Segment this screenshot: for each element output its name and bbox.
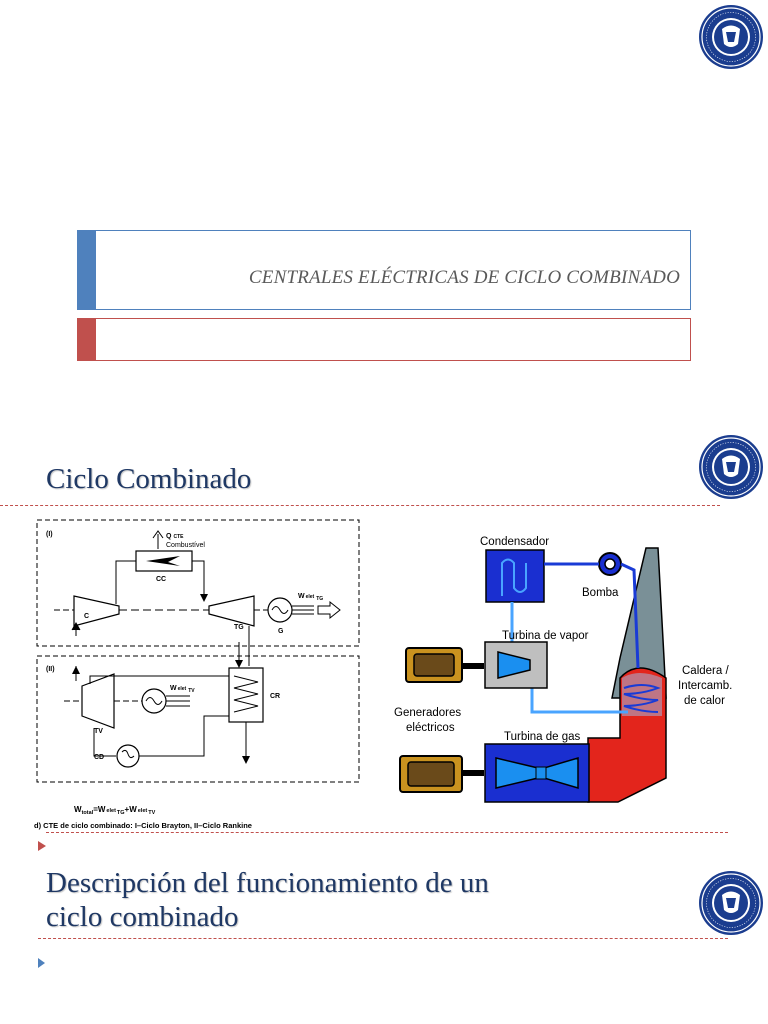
steam-turbine-schematic xyxy=(81,673,115,729)
cr-label: CR xyxy=(270,693,280,700)
slide-1: CENTRALES ELÉCTRICAS DE CICLO COMBINADO xyxy=(0,0,768,418)
bullet-arrow-icon xyxy=(38,841,46,851)
combined-cycle-plant-diagram: Condensador Bomba Turbina de vapor Calde… xyxy=(394,536,732,803)
generadores-label-2: eléctricos xyxy=(406,722,455,734)
slide-title-line-1: Descripción del funcionamiento de un xyxy=(46,867,489,899)
title-box: CENTRALES ELÉCTRICAS DE CICLO COMBINADO xyxy=(77,230,691,310)
w-total-label: Wtotal=WeletTG+WeletTV xyxy=(74,805,156,816)
caldera-label-2: Intercamb. xyxy=(678,680,732,692)
schematic-caption: d) CTE de ciclo combinado: I–Ciclo Brayt… xyxy=(34,821,252,830)
condenser-cd xyxy=(116,744,140,768)
caldera-label-3: de calor xyxy=(684,695,725,707)
bomba-label: Bomba xyxy=(582,587,619,599)
cd-label: CD xyxy=(94,754,104,761)
slide-title-line-2: ciclo combinado xyxy=(46,901,239,933)
generadores-label-1: Generadores xyxy=(394,707,461,719)
university-logo-icon xyxy=(699,5,763,69)
tv-label: TV xyxy=(94,728,103,735)
university-logo-icon xyxy=(699,871,763,935)
title-accent-bar xyxy=(78,231,96,309)
tg-label: TG xyxy=(234,624,244,631)
slide-title: Descripción del funcionamiento de un cic… xyxy=(46,866,489,934)
title-divider xyxy=(38,938,728,939)
compressor-label: C xyxy=(84,613,89,620)
presentation-title: CENTRALES ELÉCTRICAS DE CICLO COMBINADO xyxy=(248,267,680,288)
footer-divider xyxy=(46,832,728,833)
university-logo-icon xyxy=(699,435,763,499)
condensador-label: Condensador xyxy=(480,536,549,548)
cycle-i-label: (I) xyxy=(46,531,53,538)
compressor xyxy=(73,595,120,627)
heat-recovery-cr xyxy=(228,667,264,723)
cycle-ii-label: (II) xyxy=(46,666,55,673)
fuel-label: Combustível xyxy=(166,542,205,549)
turbina-vapor-label: Turbina de vapor xyxy=(502,630,589,642)
g-label: G xyxy=(278,628,284,635)
gas-turbine-schematic xyxy=(208,595,255,627)
slide-3: Descripción del funcionamiento de un cic… xyxy=(0,836,768,1024)
bullet-arrow-icon xyxy=(38,958,45,968)
title-divider xyxy=(0,505,720,506)
slide-title: Ciclo Combinado xyxy=(46,463,252,495)
caldera-label-1: Caldera / xyxy=(682,665,729,677)
turbina-gas-label: Turbina de gas xyxy=(504,731,581,743)
subtitle-box xyxy=(77,318,691,361)
cc-label: CC xyxy=(156,576,166,583)
subtitle-accent-bar xyxy=(78,319,96,360)
